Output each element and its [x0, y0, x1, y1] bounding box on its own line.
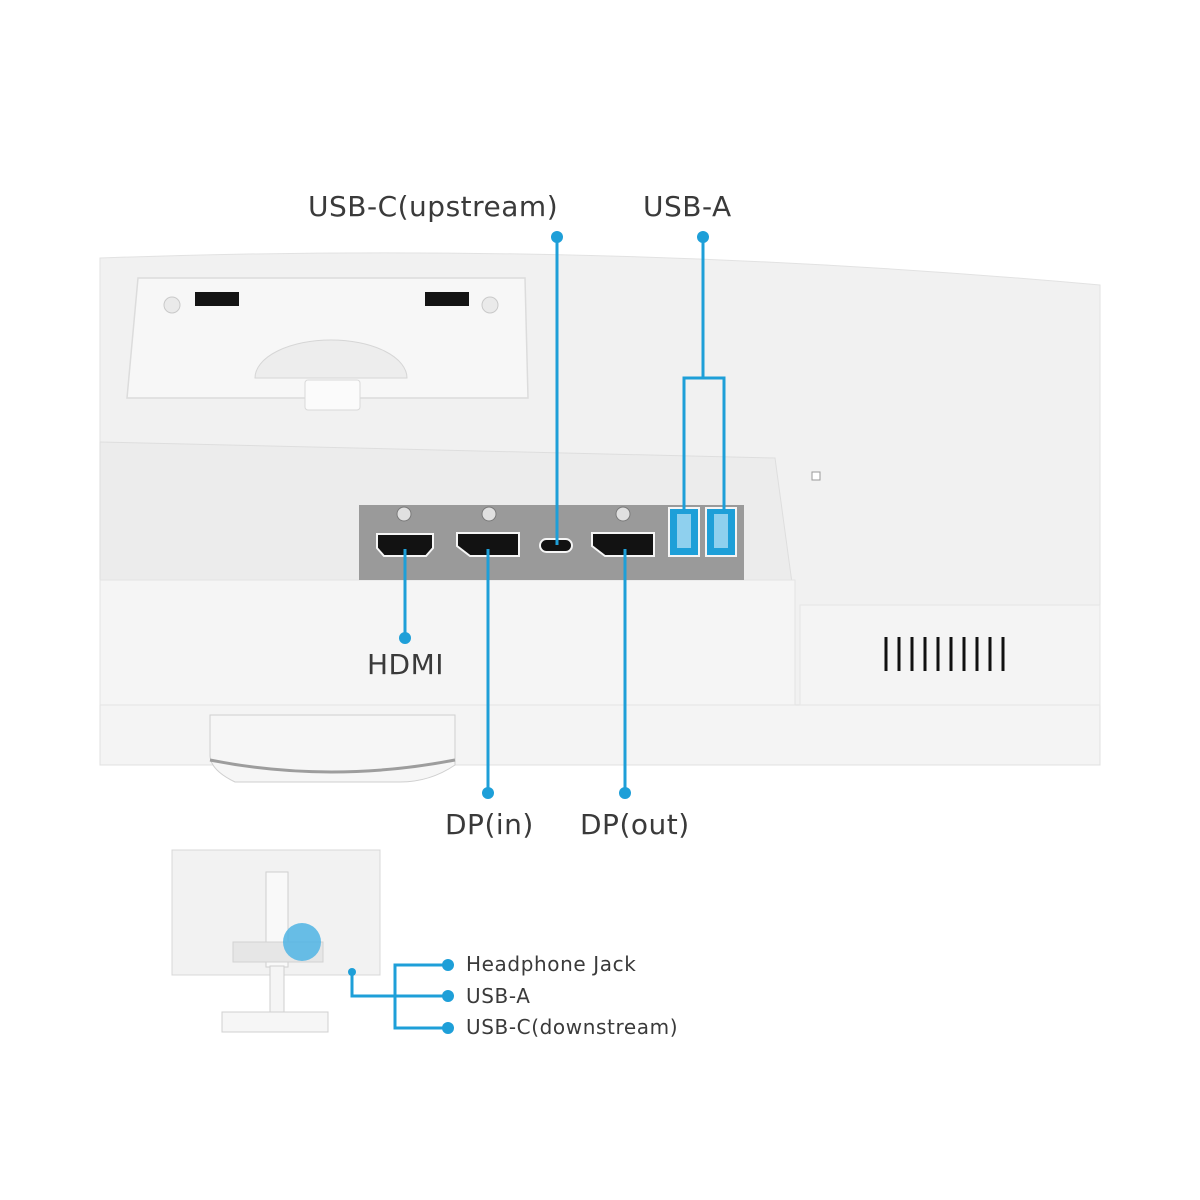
label-dp-out: DP(out) — [580, 808, 690, 841]
vesa-mount-plate — [126, 277, 529, 411]
label-usb-c-upstream: USB-C(upstream) — [308, 190, 559, 223]
displayport-icon — [456, 532, 520, 557]
hdmi-port-icon — [376, 533, 434, 557]
label-headphone-jack: Headphone Jack — [466, 952, 637, 976]
label-dp-in: DP(in) — [445, 808, 534, 841]
label-usb-c-downstream: USB-C(downstream) — [466, 1015, 679, 1039]
usb-a-port-icon — [668, 507, 737, 557]
label-usb-a-top: USB-A — [643, 190, 732, 223]
vent-icon — [799, 604, 1101, 706]
label-hdmi: HDMI — [367, 648, 445, 681]
screw-icon — [396, 506, 631, 522]
stand-foot — [209, 714, 456, 783]
label-usb-a-side: USB-A — [466, 984, 531, 1008]
callout-dot — [399, 231, 709, 799]
displayport-icon — [591, 532, 655, 557]
monitor-thumbnail — [171, 849, 381, 1033]
